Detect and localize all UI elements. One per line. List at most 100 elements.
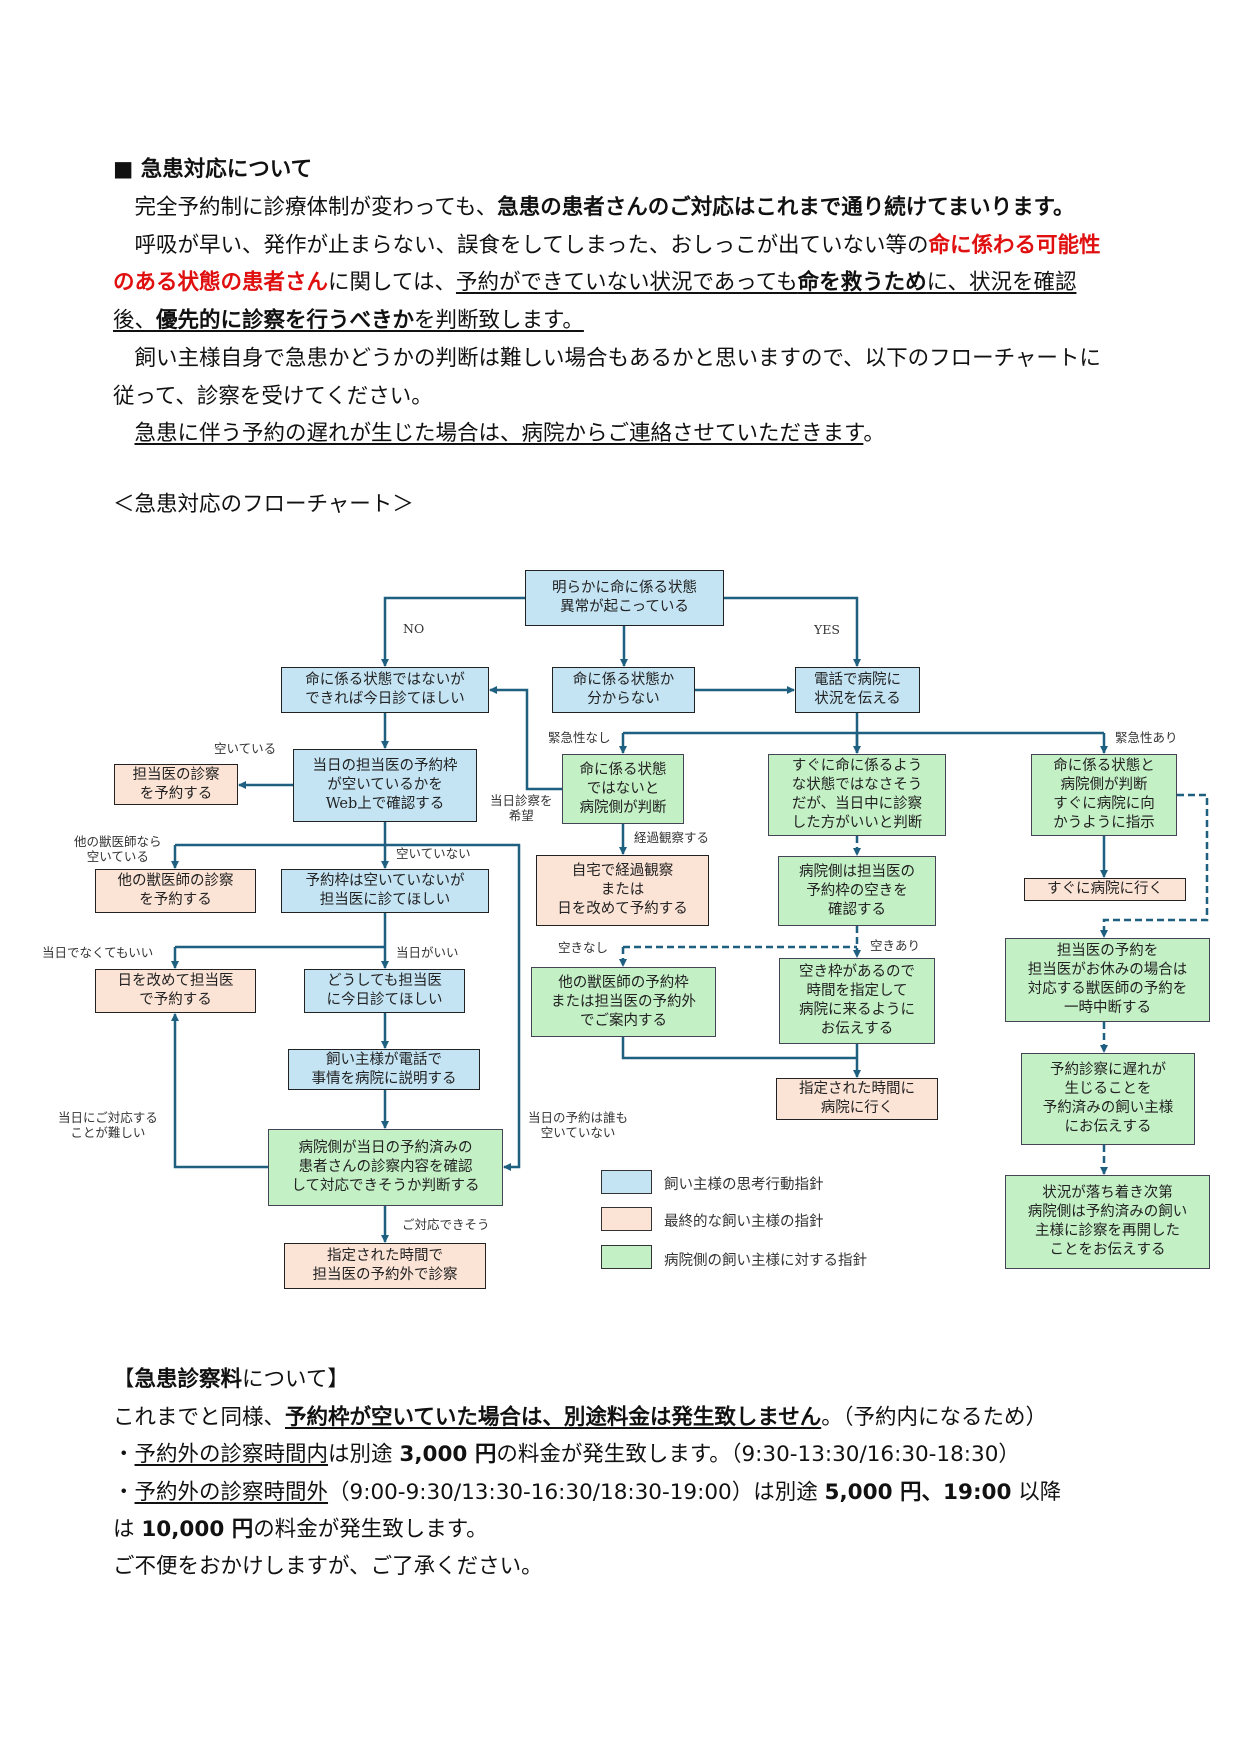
text: に関しては、: [328, 270, 456, 295]
fee-amount: 10,000 円: [141, 1517, 254, 1542]
fees-line: ご不便をおかけしますが、ご了承ください。: [113, 1554, 543, 1579]
text: 後、: [113, 308, 157, 333]
red-emphasis: のある状態の患者さん: [113, 270, 329, 295]
text: は: [113, 1517, 142, 1542]
text: 【: [113, 1367, 135, 1392]
label-urgent: 緊急性あり: [1115, 730, 1178, 745]
text: （9:00-9:30/13:30-16:30/18:30-19:00）は別途: [328, 1480, 825, 1505]
connector: [489, 686, 562, 791]
label-no: NO: [403, 621, 425, 636]
fees-line: ・予約外の診察時間外（9:00-9:30/13:30-16:30/18:30-1…: [113, 1480, 1061, 1506]
label-hard-today: 当日にご対応する ことが難しい: [58, 1110, 158, 1140]
underlined-text: 急患に伴う予約の遅れが生じた場合は、病院からご連絡させていただきます: [134, 421, 864, 446]
text: は別途: [328, 1442, 400, 1467]
node-guide-other-slot: 他の獣医師の予約枠 または担当医の予約外 でご案内する: [531, 967, 716, 1037]
node-notify-delay: 予約診察に遅れが 生じることを 予約済みの飼い主様 にお伝えする: [1021, 1053, 1195, 1145]
legend-swatch-hospital: [601, 1245, 652, 1269]
node-book-another-day: 日を改めて担当医 で予約する: [95, 969, 256, 1013]
label-not-urgent: 緊急性なし: [548, 730, 611, 745]
underlined-text: 予約外の診察時間外: [134, 1480, 329, 1505]
text: ・: [113, 1480, 135, 1505]
legend-swatch-final: [601, 1207, 652, 1231]
text: 呼吸が早い、発作が止まらない、誤食をしてしまった、おしっこが出ていない等の: [113, 233, 929, 258]
connector: [381, 596, 525, 667]
node-go-now: すぐに病院に行く: [1024, 878, 1186, 901]
label-observe: 経過観察する: [634, 830, 710, 845]
section-heading: ■ 急患対応について: [113, 157, 313, 182]
label-not-today-ok: 当日でなくてもいい: [42, 945, 154, 960]
connector: [171, 1013, 268, 1169]
text: に、状況を確認: [926, 270, 1077, 295]
node-hospital-evaluate: 病院側が当日の予約済みの 患者さんの診察内容を確認 して対応できそうか判断する: [268, 1129, 503, 1206]
node-not-critical-want-today: 命に係る状態ではないが できれば今日診てほしい: [281, 667, 489, 713]
text: の料金が発生致します。: [253, 1517, 488, 1542]
emphasis: 優先的に診察を行うべきか: [156, 308, 415, 333]
node-call-hospital: 電話で病院に 状況を伝える: [795, 667, 920, 713]
node-exam-outside-booking: 指定された時間で 担当医の予約外で診察: [284, 1243, 486, 1289]
text: 完全予約制に診療体制が変わっても、: [113, 195, 498, 220]
emphasis: 予約枠が空いていた場合は、別途料金は発生致しません: [285, 1405, 822, 1430]
emphasis: 命を救うため: [797, 270, 927, 295]
connector: [175, 843, 521, 1171]
intro-line: 後、優先的に診察を行うべきかを判断致します。: [113, 308, 584, 334]
node-must-see-today: どうしても担当医 に今日診てほしい: [304, 969, 465, 1013]
node-hospital-same-day: すぐに命に係るよう な状態ではなさそう だが、当日中に診察 した方がいいと判断: [768, 754, 946, 836]
connector: [621, 1037, 857, 1060]
text: の料金が発生致します。（9:30-13:30/16:30-18:30）: [496, 1442, 1020, 1467]
intro-line: 従って、診察を受けてください。: [113, 384, 433, 409]
red-emphasis: 命に係わる可能性: [928, 233, 1101, 258]
connector: [724, 596, 861, 667]
node-no-slot-want-doctor: 予約枠は空いていないが 担当医に診てほしい: [281, 869, 489, 913]
intro-line: のある状態の患者さんに関しては、予約ができていない状況であっても命を救うために、…: [113, 270, 1076, 296]
emphasis: 急患の患者さんのご対応はこれまで通り続けてまいります。: [497, 195, 1075, 220]
node-resume-notify: 状況が落ち着き次第 病院側は予約済みの飼い 主様に診察を再開した ことをお伝えす…: [1005, 1175, 1210, 1269]
text: これまでと同様、: [113, 1405, 286, 1430]
node-suspend-bookings: 担当医の予約を 担当医がお休みの場合は 対応する獣医師の予約を 一時中断する: [1005, 938, 1210, 1022]
label-other-vet: 他の獣医師なら 空いている: [74, 834, 162, 864]
label-nobody-free: 当日の予約は誰も 空いていない: [528, 1110, 629, 1140]
label-slot: 空きあり: [870, 938, 921, 953]
node-check-web-slots: 当日の担当医の予約枠 が空いているかを Web上で確認する: [293, 749, 477, 822]
text: 予約ができていない状況であっても: [455, 270, 798, 295]
label-want-today: 当日診察を 希望: [490, 793, 553, 823]
node-slot-specify-time: 空き枠があるので 時間を指定して 病院に来るように お伝えする: [779, 958, 935, 1044]
legend-final: 最終的な飼い主様の指針: [664, 1214, 824, 1230]
intro-line: 飼い主様自身で急患かどうかの判断は難しい場合もあるかと思いますので、以下のフロー…: [113, 346, 1101, 371]
node-observe-home: 自宅で経過観察 または 日を改めて予約する: [536, 855, 709, 926]
fees-line: これまでと同様、予約枠が空いていた場合は、別途料金は発生致しません。（予約内にな…: [113, 1405, 1047, 1431]
fees-line: ・予約外の診察時間内は別途 3,000 円の料金が発生致します。（9:30-13…: [113, 1442, 1020, 1468]
flowchart-title: ＜急患対応のフローチャート＞: [113, 492, 414, 517]
underlined-text: 予約外の診察時間内: [134, 1442, 329, 1467]
node-book-doctor: 担当医の診察 を予約する: [114, 764, 238, 805]
text: 。: [863, 421, 885, 446]
fee-amount: 3,000 円: [399, 1442, 497, 1467]
fee-amount: 5,000 円、19:00: [824, 1480, 1012, 1505]
fees-heading: 【急患診察料について】: [113, 1367, 349, 1393]
dashed-connector: [1100, 793, 1209, 938]
label-today: 当日がいい: [396, 945, 459, 960]
underlined-text: 予約ができていない状況であっても命を救うために、状況を確認: [456, 270, 1077, 295]
node-owner-phones: 飼い主様が電話で 事情を病院に説明する: [288, 1049, 480, 1090]
label-can-handle: ご対応できそう: [402, 1217, 490, 1232]
legend-swatch-owner: [601, 1170, 652, 1194]
text: 以降: [1011, 1480, 1062, 1505]
node-hospital-critical: 命に係る状態と 病院側が判断 すぐに病院に向 かうように指示: [1031, 754, 1177, 836]
intro-line: 呼吸が早い、発作が止まらない、誤食をしてしまった、おしっこが出ていない等の命に係…: [113, 233, 1101, 259]
intro-line: 急患に伴う予約の遅れが生じた場合は、病院からご連絡させていただきます。: [113, 421, 885, 447]
node-book-other-vet: 他の獣医師の診察 を予約する: [95, 869, 256, 913]
fees-line: は 10,000 円の料金が発生致します。: [113, 1517, 488, 1543]
label-yes: YES: [814, 622, 840, 637]
text: について】: [242, 1367, 349, 1392]
text: を判断致します。: [414, 308, 584, 333]
node-unsure: 命に係る状態か 分からない: [552, 667, 695, 713]
text: 。（予約内になるため）: [821, 1405, 1047, 1430]
node-obvious-emergency: 明らかに命に係る状態 異常が起こっている: [525, 570, 724, 626]
text: ・: [113, 1442, 135, 1467]
legend-hospital: 病院側の飼い主様に対する指針: [664, 1253, 867, 1269]
label-available: 空いている: [214, 741, 277, 756]
label-not-available: 空いていない: [396, 846, 471, 861]
label-no-slot: 空きなし: [558, 940, 609, 955]
legend-owner: 飼い主様の思考行動指針: [664, 1177, 824, 1193]
node-hospital-check-slots: 病院側は担当医の 予約枠の空きを 確認する: [778, 856, 936, 926]
